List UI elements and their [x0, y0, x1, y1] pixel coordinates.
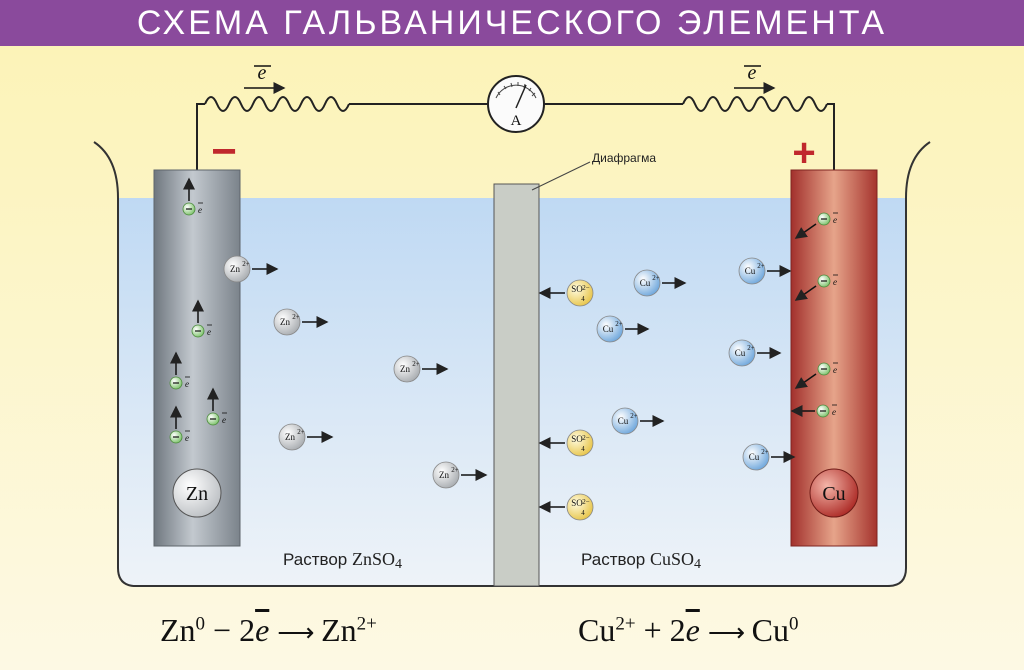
svg-text:4: 4 [581, 445, 585, 453]
svg-text:4: 4 [581, 509, 585, 517]
svg-text:Cu: Cu [603, 324, 614, 334]
svg-text:e: e [258, 62, 267, 84]
page-title: СХЕМА ГАЛЬВАНИЧЕСКОГО ЭЛЕМЕНТА [0, 0, 1024, 46]
svg-text:2+: 2+ [297, 428, 305, 436]
svg-text:e: e [185, 379, 189, 389]
electron: e [169, 376, 190, 390]
diaphragm [493, 183, 540, 587]
svg-text:Zn: Zn [230, 264, 240, 274]
svg-text:e: e [222, 415, 226, 425]
electron: e [817, 274, 838, 288]
svg-text:e: e [833, 215, 837, 225]
svg-text:e: e [198, 205, 202, 215]
electron-flow-right: e [734, 62, 776, 94]
svg-text:Zn: Zn [280, 317, 290, 327]
svg-text:2+: 2+ [292, 313, 300, 321]
svg-text:2+: 2+ [747, 344, 755, 352]
copper-symbol: Cu [809, 468, 859, 518]
svg-text:e: e [833, 277, 837, 287]
svg-text:e: e [207, 327, 211, 337]
svg-text:2+: 2+ [615, 320, 623, 328]
electron: e [169, 430, 190, 444]
svg-text:2−: 2− [582, 434, 590, 442]
svg-text:Zn: Zn [186, 483, 208, 505]
svg-text:e: e [833, 365, 837, 375]
svg-text:2+: 2+ [242, 260, 250, 268]
solution-left-label: Раствор ZnSO4 [283, 549, 403, 572]
electron: e [191, 324, 212, 338]
svg-text:2−: 2− [582, 498, 590, 506]
svg-text:Cu: Cu [640, 278, 651, 288]
cathode-equation: Cu2+ + 2e ⟶ Cu0 [578, 612, 799, 648]
svg-text:SO: SO [571, 434, 583, 444]
svg-text:2+: 2+ [757, 262, 765, 270]
left-coil [204, 96, 350, 112]
diaphragm-pointer [531, 161, 591, 191]
ammeter: A [487, 75, 545, 133]
svg-text:Zn: Zn [285, 432, 295, 442]
svg-text:2+: 2+ [412, 360, 420, 368]
electron-arrow [794, 223, 817, 239]
svg-text:e: e [832, 407, 836, 417]
zinc-symbol: Zn [172, 468, 222, 518]
svg-text:4: 4 [581, 295, 585, 303]
solution-right-label: Раствор CuSO4 [581, 549, 702, 572]
electron: e [182, 202, 203, 216]
svg-text:SO: SO [571, 284, 583, 294]
minus-sign: − [211, 127, 237, 176]
electron-arrow [794, 285, 817, 301]
ammeter-label: A [511, 113, 522, 129]
svg-text:SO: SO [571, 498, 583, 508]
anode-equation: Zn0 − 2e ⟶ Zn2+ [160, 612, 377, 648]
svg-text:2+: 2+ [451, 466, 459, 474]
electron: e [816, 404, 837, 418]
electron: e [817, 362, 838, 376]
electron: e [206, 412, 227, 426]
svg-text:Cu: Cu [822, 483, 845, 505]
diaphragm-label: Диафрагма [592, 151, 656, 165]
svg-text:e: e [748, 62, 757, 84]
svg-text:Cu: Cu [745, 266, 756, 276]
svg-text:2+: 2+ [630, 412, 638, 420]
svg-text:Zn: Zn [400, 364, 410, 374]
svg-text:Cu: Cu [735, 348, 746, 358]
electron-arrow [794, 373, 817, 389]
svg-text:Cu: Cu [749, 452, 760, 462]
right-coil [682, 96, 828, 112]
svg-text:e: e [185, 433, 189, 443]
external-circuit [196, 96, 835, 170]
svg-text:Zn: Zn [439, 470, 449, 480]
svg-text:2+: 2+ [761, 448, 769, 456]
svg-text:Cu: Cu [618, 416, 629, 426]
electron-flow-left: e [244, 62, 286, 94]
svg-text:2+: 2+ [652, 274, 660, 282]
plus-sign: + [792, 131, 815, 175]
svg-text:2−: 2− [582, 284, 590, 292]
electron: e [817, 212, 838, 226]
